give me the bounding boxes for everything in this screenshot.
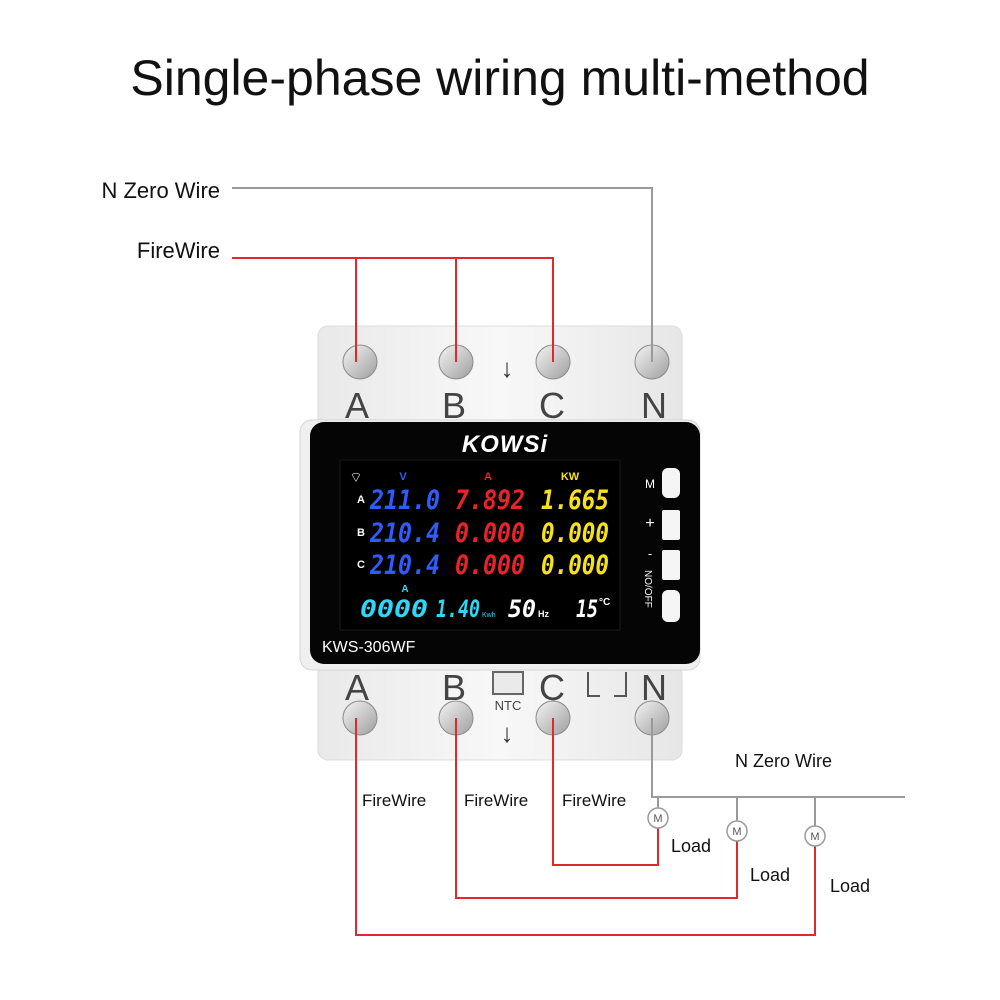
terminal-screw-top-a xyxy=(342,344,378,380)
m-button[interactable] xyxy=(662,468,680,498)
power-value-b: 0.000 xyxy=(541,518,609,549)
fire-wire-b-load xyxy=(455,718,738,899)
button-onoff-label: NO/OFF xyxy=(642,570,653,608)
model-label: KWS-306WF xyxy=(322,639,416,656)
down-arrow-bottom-icon: ↓ xyxy=(501,718,514,748)
bottom-fire-wire-label-c: FireWire xyxy=(562,791,626,810)
frequency-unit: Hz xyxy=(538,609,549,619)
bottom-fire-wire-label-a: FireWire xyxy=(362,791,426,810)
voltage-value-b: 210.4 xyxy=(369,518,440,549)
motor-symbol-3: M xyxy=(810,831,819,843)
bracket-divider xyxy=(587,672,627,697)
bottom-neutral-wire-label: N Zero Wire xyxy=(735,751,832,771)
current-value-a: 7.892 xyxy=(455,485,525,516)
voltage-value-c: 210.4 xyxy=(369,550,440,581)
energy-unit: Kwh xyxy=(482,612,496,619)
neutral-wire-top xyxy=(232,187,653,362)
header-voltage: V xyxy=(399,471,407,483)
power-value-c: 0.000 xyxy=(541,550,609,581)
ntc-label: NTC xyxy=(495,698,522,713)
frequency-value: 50 xyxy=(508,595,536,623)
fire-wire-c-load xyxy=(552,718,659,866)
ntc-port xyxy=(492,671,524,695)
fire-wire-top xyxy=(232,257,554,362)
plus-button[interactable] xyxy=(662,510,680,540)
motor-load-1-icon xyxy=(647,807,669,829)
brand-logo: KOWSi xyxy=(462,431,549,458)
fire-wire-label: FireWire xyxy=(137,238,220,263)
fire-wire-a-load xyxy=(355,718,816,936)
header-current: A xyxy=(484,471,492,483)
current-value-b: 0.000 xyxy=(455,518,525,549)
temperature-unit: °C xyxy=(599,597,610,608)
phase-label-a: A xyxy=(357,494,365,506)
onoff-button[interactable] xyxy=(662,590,680,622)
header-power: KW xyxy=(561,471,580,483)
temperature-value: 15 xyxy=(576,595,598,623)
top-wiring xyxy=(232,187,653,362)
meter-device: ↓ A B C N KOWSi ⌔ V A KW A 211.0 7.892 1… xyxy=(299,325,701,761)
bottom-wiring xyxy=(355,718,905,936)
load-label-2: Load xyxy=(750,865,790,885)
power-value-a: 1.665 xyxy=(541,485,609,516)
button-minus-label: - xyxy=(648,546,652,561)
neutral-wire-bottom xyxy=(651,718,905,798)
top-terminal-label-n: N xyxy=(641,385,667,426)
button-m-label: M xyxy=(645,477,655,491)
phase-label-b: B xyxy=(357,527,365,539)
top-terminal-label-c: C xyxy=(539,385,565,426)
footer-counter: 0000 xyxy=(360,595,428,623)
load-label-1: Load xyxy=(671,836,711,856)
neutral-wire-label: N Zero Wire xyxy=(101,178,220,203)
down-arrow-icon: ↓ xyxy=(501,353,514,383)
terminal-screw-bottom-a xyxy=(342,700,378,736)
top-terminal-label-a: A xyxy=(345,385,369,426)
motor-load-2-icon xyxy=(726,820,748,842)
minus-button[interactable] xyxy=(662,550,680,580)
motor-symbol-1: M xyxy=(653,813,662,825)
top-terminal-label-b: B xyxy=(442,385,466,426)
energy-value: 1.40 xyxy=(436,595,480,623)
motor-symbol-2: M xyxy=(732,826,741,838)
wifi-icon: ⌔ xyxy=(349,469,362,485)
phase-label-c: C xyxy=(357,559,365,571)
footer-current-unit: A xyxy=(401,584,408,595)
bottom-fire-wire-label-b: FireWire xyxy=(464,791,528,810)
lcd-screen: ⌔ V A KW A 211.0 7.892 1.665 B 210.4 0.0… xyxy=(339,459,621,631)
button-plus-label: + xyxy=(645,515,654,532)
load-label-3: Load xyxy=(830,876,870,896)
motor-load-3-icon xyxy=(804,825,826,847)
current-value-c: 0.000 xyxy=(455,550,525,581)
page-title: Single-phase wiring multi-method xyxy=(130,50,869,106)
voltage-value-a: 211.0 xyxy=(369,485,440,516)
